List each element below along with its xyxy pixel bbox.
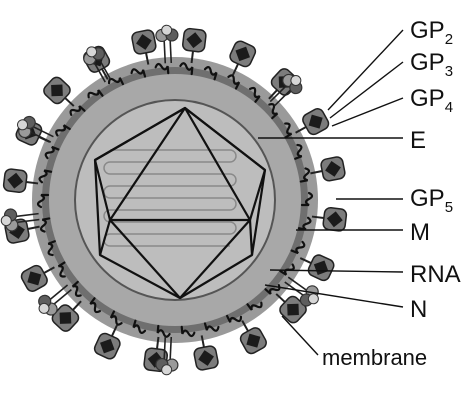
gp5-spike <box>43 76 75 107</box>
spike-diamond <box>246 333 261 348</box>
m-protein <box>203 322 220 332</box>
m-protein <box>284 122 293 139</box>
m-protein <box>294 143 303 160</box>
m-protein <box>299 167 311 183</box>
leader-membrane <box>281 315 319 356</box>
spike-diamond <box>198 350 214 366</box>
label-rna: RNA <box>410 261 461 288</box>
m-protein <box>87 89 104 99</box>
m-protein <box>156 324 171 338</box>
spike-diamond <box>186 32 203 49</box>
spike-diamond <box>325 161 341 177</box>
m-protein <box>225 314 243 323</box>
label-n: N <box>410 296 427 323</box>
minor-gp-complex <box>0 208 40 232</box>
label-gp5: GP5 <box>410 185 453 216</box>
minor-gp-complex <box>38 284 72 316</box>
gp5-spike <box>295 108 330 136</box>
label-m: M <box>410 219 430 246</box>
m-protein <box>268 103 279 120</box>
leader-gp3 <box>329 61 404 119</box>
rna-strand <box>103 149 237 247</box>
label-membrane: membrane <box>322 345 427 370</box>
icosahedral-capsid <box>93 106 267 300</box>
gp5-spike <box>2 168 39 193</box>
m-protein <box>264 284 281 295</box>
m-protein <box>180 325 196 338</box>
leader-rna <box>269 269 404 273</box>
m-protein <box>38 169 53 184</box>
gp5-spike <box>182 27 207 64</box>
spike-diamond <box>100 338 115 354</box>
m-protein <box>71 280 82 297</box>
gp5-spike <box>51 300 82 332</box>
m-protein <box>107 77 125 86</box>
spike-diamond <box>27 271 42 286</box>
minor-gp-complex <box>155 24 179 64</box>
m-protein <box>203 66 218 81</box>
spike-diamond <box>287 303 299 316</box>
gp5-spike <box>20 264 55 292</box>
m-protein <box>69 105 86 116</box>
gp5-spike <box>311 207 348 232</box>
gp5-spike <box>93 324 121 360</box>
m-protein <box>109 310 123 326</box>
spike-diamond <box>136 34 152 50</box>
spike-diamond <box>326 211 343 228</box>
label-gp3: GP3 <box>410 49 453 80</box>
m-protein <box>57 261 66 278</box>
m-protein <box>55 124 71 137</box>
minor-glycoproteins <box>0 24 319 376</box>
spike-diamond <box>59 312 72 324</box>
leader-gp4 <box>331 97 404 127</box>
m-protein <box>290 240 306 255</box>
m-protein <box>300 191 314 207</box>
minor-gp-complex <box>17 115 54 143</box>
spike-diamond <box>7 172 24 189</box>
m-protein <box>130 68 147 78</box>
minor-gp-complex <box>83 46 112 83</box>
minor-gp-complex <box>155 336 179 376</box>
envelope-group <box>32 57 318 343</box>
m-protein <box>44 145 60 160</box>
labels: GP2 GP3 GP4 E GP5 M RNA N membrane <box>322 17 461 370</box>
leader-n <box>264 284 404 308</box>
spike-diamond <box>235 46 250 62</box>
gp5-spike <box>275 293 307 324</box>
label-gp4: GP4 <box>410 85 453 116</box>
m-protein <box>297 216 312 231</box>
gp5-spike <box>310 156 346 182</box>
spike-diamond <box>51 84 63 97</box>
leader-lines <box>258 29 404 356</box>
m-protein <box>39 217 51 233</box>
gp5-spike <box>193 335 219 371</box>
m-protein <box>179 62 194 76</box>
minor-gp-complex <box>269 73 303 107</box>
m-proteins <box>36 62 314 338</box>
m-protein <box>227 74 241 90</box>
gp5-spike <box>131 29 157 65</box>
m-protein <box>246 301 263 311</box>
m-protein <box>89 297 101 314</box>
spike-diamond <box>308 114 323 129</box>
gp5-spike <box>229 40 257 76</box>
label-e: E <box>410 127 426 154</box>
m-protein <box>36 193 50 209</box>
label-gp2: GP2 <box>410 17 453 48</box>
gp5-spike <box>239 320 267 355</box>
m-protein <box>249 86 261 103</box>
m-protein <box>132 319 147 334</box>
leader-gp2 <box>327 29 404 111</box>
m-protein <box>47 240 56 257</box>
m-protein <box>154 62 170 75</box>
